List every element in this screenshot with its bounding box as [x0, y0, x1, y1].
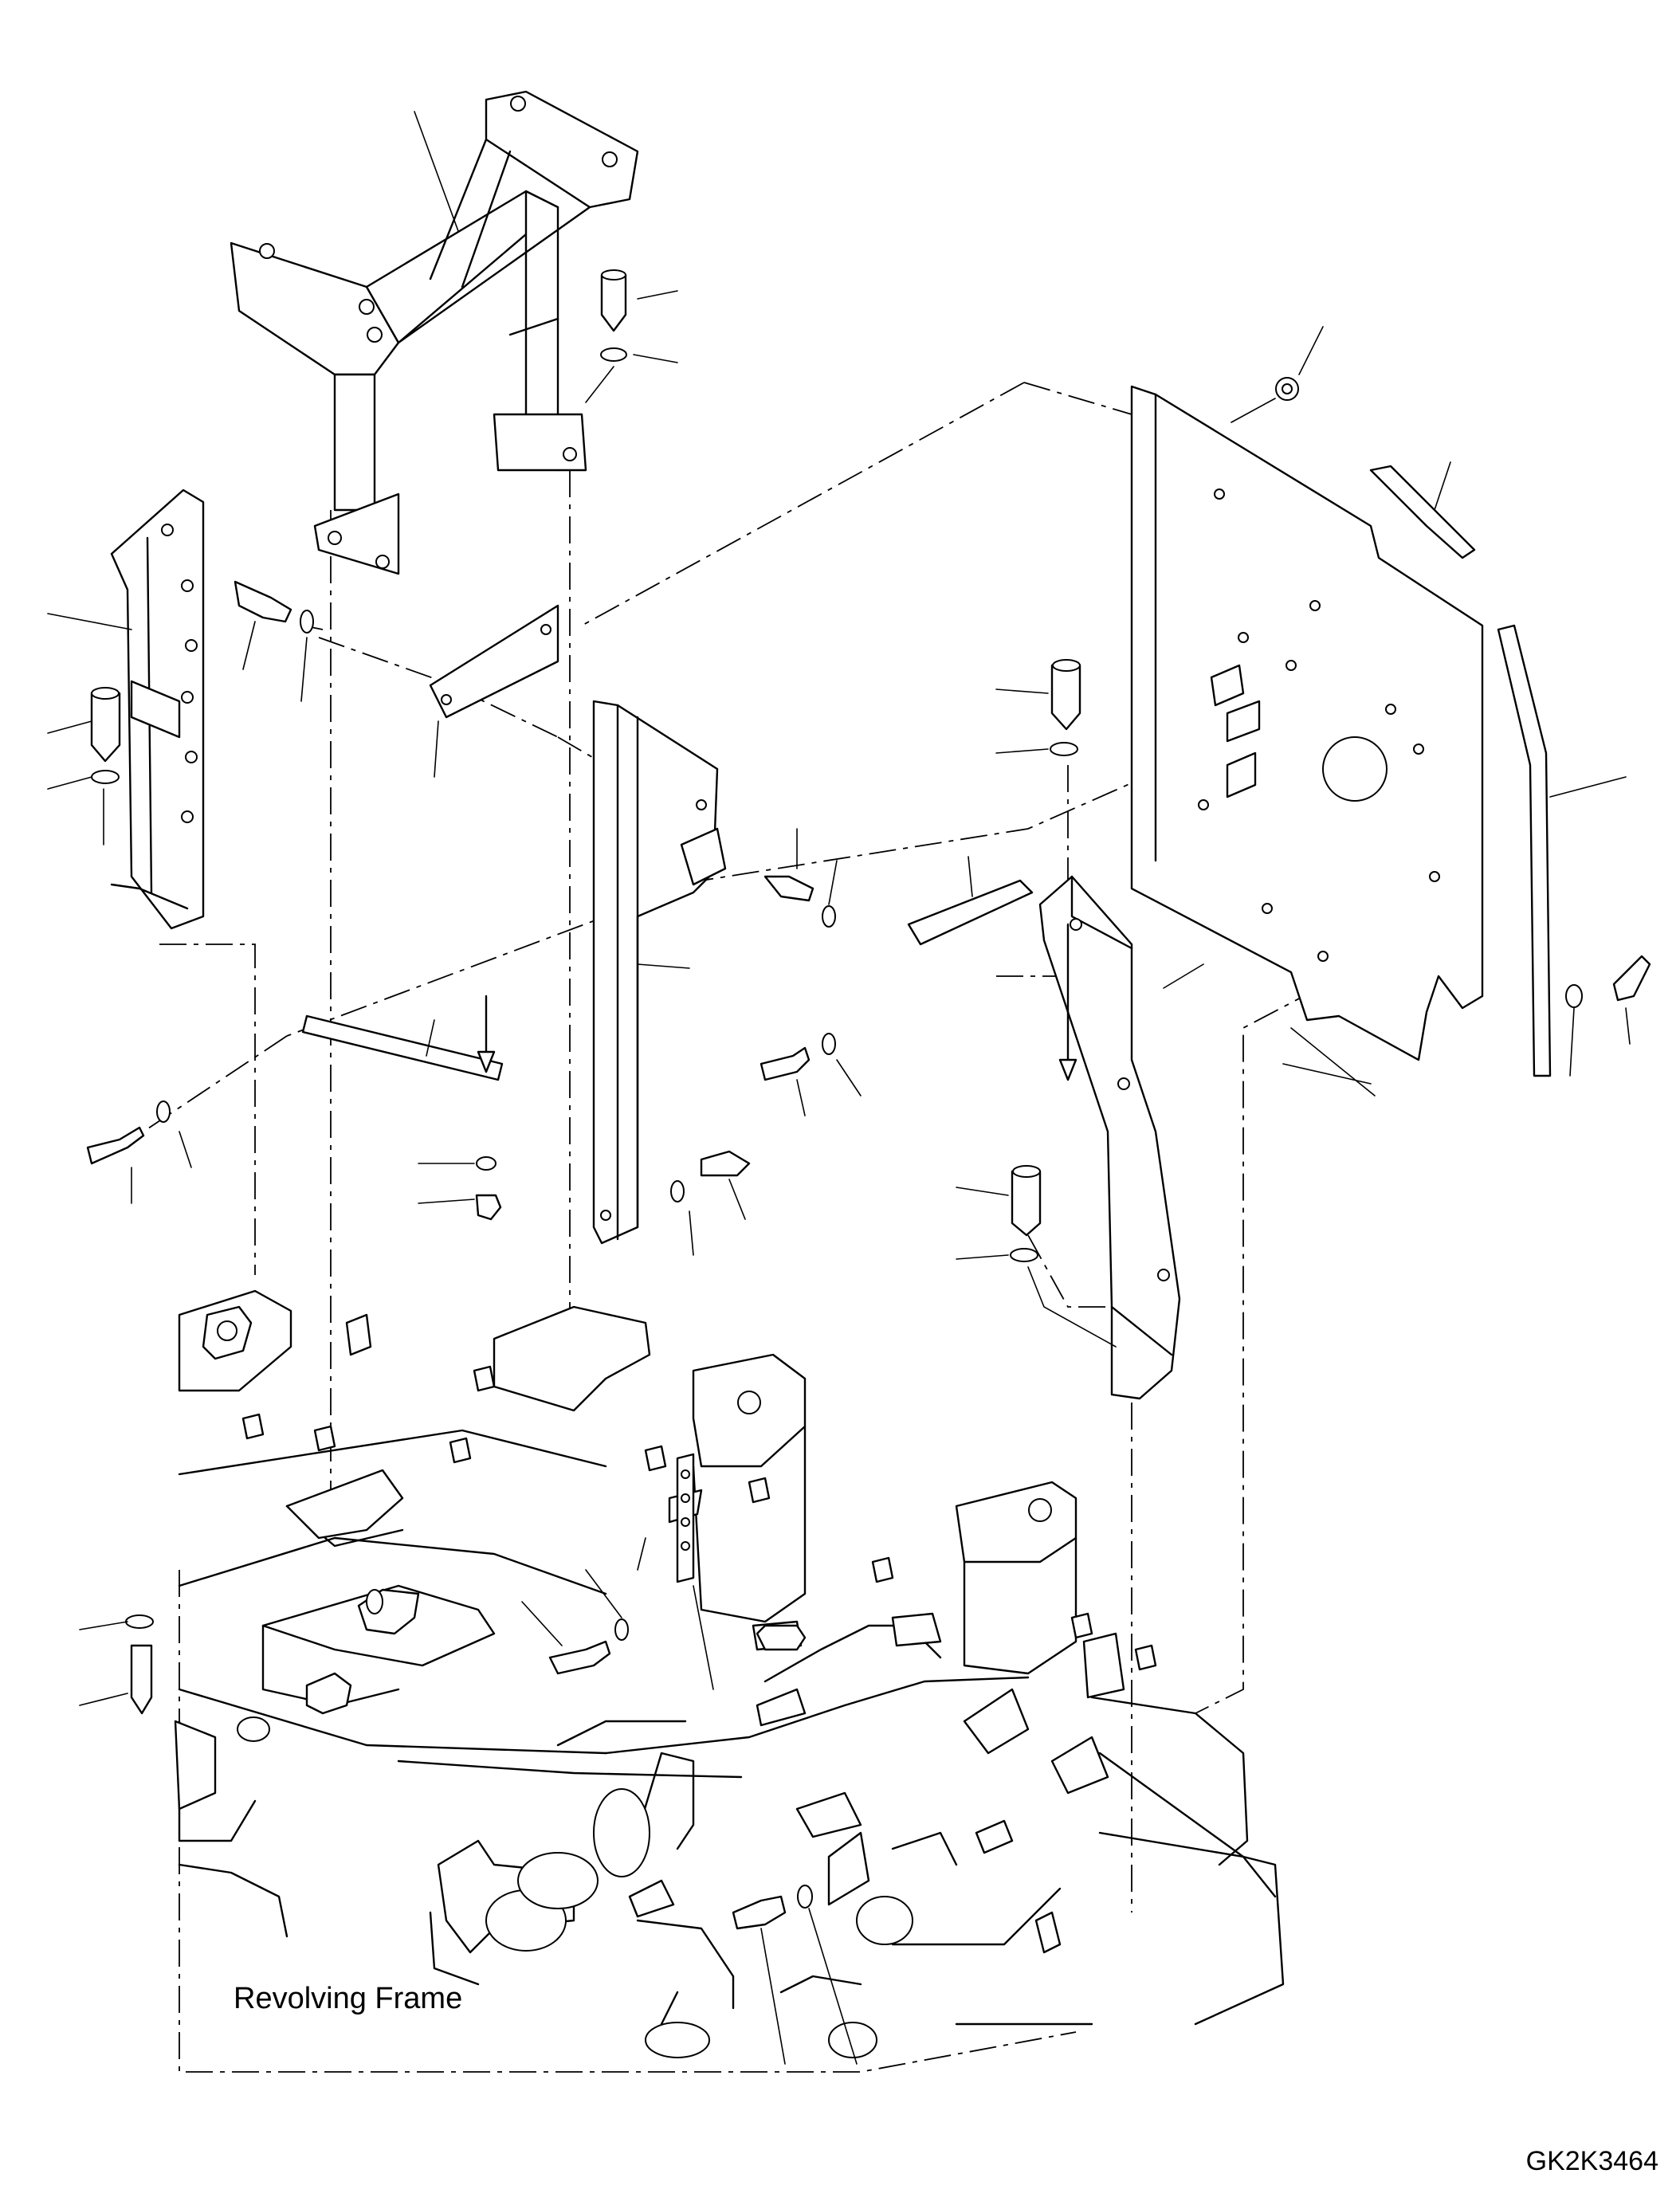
- bolt-left: [47, 687, 121, 845]
- panel-strip-side: [1497, 624, 1627, 1077]
- bolt-right-upper: [995, 659, 1081, 756]
- pin: [907, 856, 1034, 946]
- left-bracket: [47, 488, 205, 930]
- drawing-code: GK2K3464: [1526, 2146, 1658, 2176]
- bolt-left-3: [86, 1100, 192, 1204]
- center-bracket: [592, 700, 727, 1245]
- top-stand-frame: [230, 90, 639, 575]
- bolt-frame-bottom: [732, 1885, 858, 2065]
- revolving-frame-label: Revolving Frame: [234, 1982, 462, 2015]
- right-brace: [1038, 875, 1204, 1400]
- bolt-frame-left: [79, 1614, 154, 1715]
- bolt-far-right: [1565, 955, 1651, 1077]
- panel-strip-top: [1369, 461, 1476, 559]
- bolt-right-lower: [956, 1165, 1117, 1348]
- right-panel: [1130, 385, 1484, 1097]
- bolt-mid: [760, 828, 862, 1116]
- panel-grommet: [1231, 326, 1324, 423]
- tie-rod: [301, 995, 504, 1221]
- small-plate: [429, 604, 559, 778]
- bolt-center: [670, 1150, 751, 1256]
- bolt-top: [585, 269, 678, 403]
- bolt-frame-center: [521, 1537, 714, 1690]
- revolving-frame: [174, 1289, 1285, 2058]
- bolt-left-2: [234, 580, 314, 702]
